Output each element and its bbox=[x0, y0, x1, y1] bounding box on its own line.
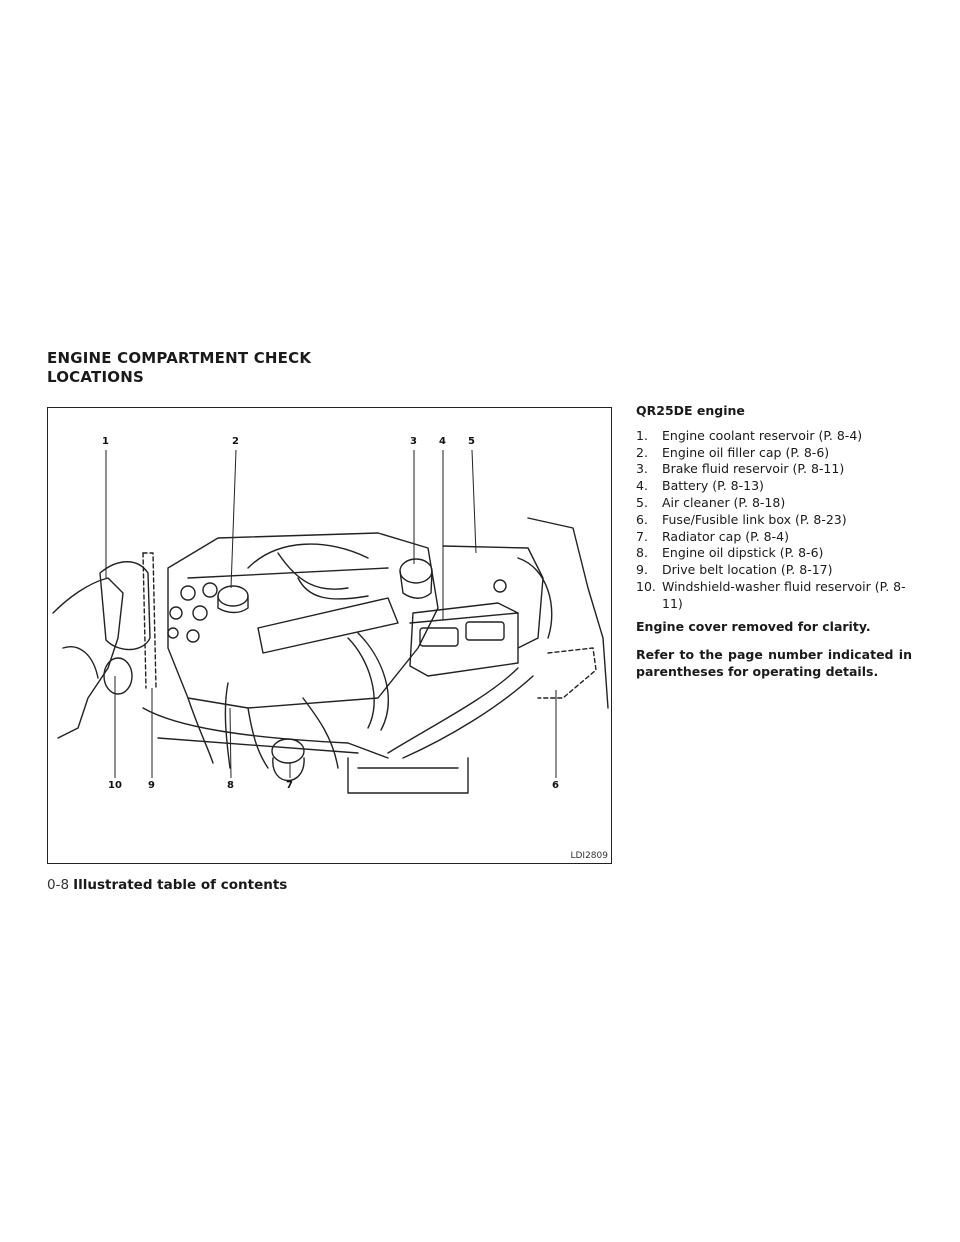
list-item-text: Radiator cap (P. 8-4) bbox=[662, 528, 789, 544]
list-item: 2. Engine oil filler cap (P. 8-6) bbox=[636, 445, 912, 462]
section-title-line1: ENGINE COMPARTMENT CHECK bbox=[47, 349, 312, 367]
refer-note: Refer to the page number indicated in pa… bbox=[636, 647, 912, 680]
callout-6: 6 bbox=[552, 780, 559, 791]
list-item: 6. Fuse/Fusible link box (P. 8-23) bbox=[636, 512, 912, 529]
list-item-number: 3. bbox=[636, 461, 648, 477]
figure-code: LDI2809 bbox=[570, 851, 608, 861]
list-item-number: 8. bbox=[636, 545, 648, 561]
list-item-text: Engine oil dipstick (P. 8-6) bbox=[662, 545, 824, 561]
footer-title: Illustrated table of contents bbox=[73, 877, 288, 893]
list-item-number: 9. bbox=[636, 562, 648, 578]
list-item: 9. Drive belt location (P. 8-17) bbox=[636, 562, 912, 579]
list-item-text: Fuse/Fusible link box (P. 8-23) bbox=[662, 511, 847, 527]
list-item: 7. Radiator cap (P. 8-4) bbox=[636, 529, 912, 546]
list-item-text: Drive belt location (P. 8-17) bbox=[662, 562, 833, 578]
list-item-number: 6. bbox=[636, 511, 648, 527]
callout-5: 5 bbox=[468, 436, 475, 447]
callout-3: 3 bbox=[410, 436, 417, 447]
legend-panel: QR25DE engine 1. Engine coolant reservoir… bbox=[636, 403, 912, 681]
list-item-number: 10. bbox=[636, 578, 656, 594]
section-title: ENGINE COMPARTMENT CHECK LOCATIONS bbox=[47, 349, 311, 387]
list-item: 4. Battery (P. 8-13) bbox=[636, 478, 912, 495]
list-item: 8. Engine oil dipstick (P. 8-6) bbox=[636, 545, 912, 562]
section-title-line2: LOCATIONS bbox=[47, 368, 144, 386]
callout-1: 1 bbox=[102, 436, 109, 447]
callout-8: 8 bbox=[227, 780, 234, 791]
list-item-text: Brake fluid reservoir (P. 8-11) bbox=[662, 461, 845, 477]
list-item-text: Engine coolant reservoir (P. 8-4) bbox=[662, 427, 863, 443]
list-item: 5. Air cleaner (P. 8-18) bbox=[636, 495, 912, 512]
list-item: 3. Brake fluid reservoir (P. 8-11) bbox=[636, 461, 912, 478]
engine-illustration: 1 2 3 4 5 10 9 8 7 6 LDI2809 bbox=[47, 407, 612, 864]
list-item-number: 2. bbox=[636, 444, 648, 460]
list-item: 10. Windshield-washer fluid reservoir (P.… bbox=[636, 579, 912, 613]
list-item-text: Battery (P. 8-13) bbox=[662, 478, 764, 494]
engine-drawing bbox=[52, 449, 609, 794]
engine-heading: QR25DE engine bbox=[636, 403, 745, 418]
list-item-text: Engine oil filler cap (P. 8-6) bbox=[662, 444, 830, 460]
callout-9: 9 bbox=[148, 780, 155, 791]
list-item: 1. Engine coolant reservoir (P. 8-4) bbox=[636, 428, 912, 445]
cover-removed-note: Engine cover removed for clarity. bbox=[636, 618, 871, 634]
callout-10: 10 bbox=[108, 780, 122, 791]
list-item-number: 5. bbox=[636, 494, 648, 510]
list-item-number: 4. bbox=[636, 478, 648, 494]
callout-7: 7 bbox=[286, 780, 293, 791]
leader-lines bbox=[105, 449, 557, 779]
list-item-text: Windshield-washer fluid reservoir (P. 8-… bbox=[662, 578, 906, 611]
list-item-number: 1. bbox=[636, 427, 648, 443]
callout-2: 2 bbox=[232, 436, 239, 447]
page-number: 0-8 bbox=[47, 877, 70, 893]
callout-4: 4 bbox=[439, 436, 446, 447]
list-item-text: Air cleaner (P. 8-18) bbox=[662, 494, 786, 510]
component-list: 1. Engine coolant reservoir (P. 8-4) 2. En… bbox=[636, 428, 912, 613]
list-item-number: 7. bbox=[636, 528, 648, 544]
